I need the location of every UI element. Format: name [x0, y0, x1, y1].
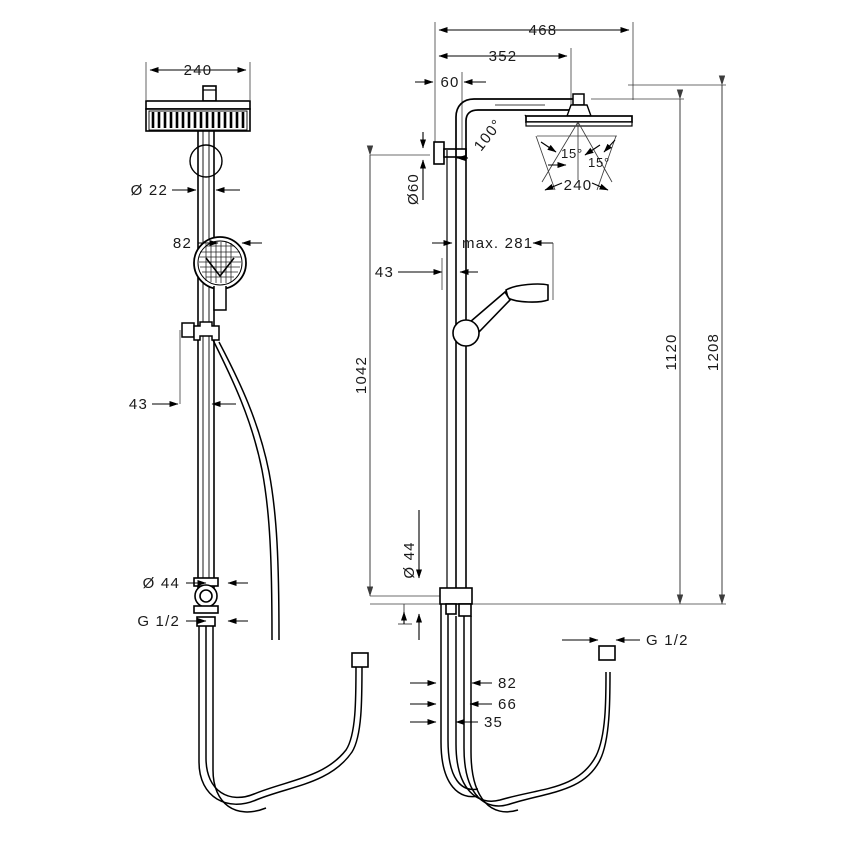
side-shower-arm [455, 98, 580, 160]
dim-side-hose-82: 82 [498, 675, 517, 692]
dim-front-elbow-dia: Ø 44 [143, 575, 180, 592]
dim-front-bracket-offset: 43 [129, 396, 148, 413]
dim-side-head-depth: 240 [564, 177, 593, 194]
dim-side-height-1120: 1120 [663, 333, 680, 370]
dim-front-overhead-width: 240 [184, 62, 213, 79]
handshower-side [452, 283, 549, 347]
side-head-depth-dimension [544, 182, 609, 191]
front-bracket-offset-dimension [152, 330, 236, 407]
side-baseline-ticks [398, 604, 412, 625]
dim-front-thread: G 1/2 [137, 613, 180, 630]
front-view: 240 [129, 62, 369, 813]
front-riser-pipe [197, 131, 215, 600]
side-head-projection-lines [535, 121, 617, 191]
dim-side-wall-offset: 60 [440, 74, 459, 91]
side-extension-lines [434, 22, 634, 160]
side-elbow-block [439, 587, 473, 617]
dim-side-height-1208: 1208 [705, 333, 722, 371]
dim-side-height-1042: 1042 [353, 356, 370, 394]
side-hose-bundle [440, 604, 611, 813]
side-height-1042-dimension [366, 145, 442, 597]
dim-side-elbow-angle: 100° [471, 116, 506, 155]
side-bracket-offset-dimension [398, 258, 478, 290]
overhead-shower-slats [151, 112, 245, 128]
side-head-angle-arrows [540, 139, 616, 168]
side-height-1120-dimension [591, 89, 684, 605]
dim-side-arm-reach: 352 [489, 48, 518, 65]
dim-side-hose-35: 35 [484, 714, 503, 731]
side-handshower-max-dimension [432, 240, 554, 300]
front-hose-lower [198, 626, 363, 813]
side-height-1208-dimension [370, 75, 726, 605]
overhead-shower-front [145, 85, 251, 132]
side-hose-connector [598, 645, 616, 661]
dim-front-handshower-dia: 82 [173, 235, 192, 252]
front-elbow-fitting [193, 577, 219, 627]
dim-side-elbow-dia: Ø 44 [401, 541, 418, 578]
front-hose-upper [212, 339, 280, 641]
dim-side-head-angle-right: 15° [588, 155, 610, 170]
dim-side-head-angle-left: 15° [561, 146, 583, 161]
front-hose-connector [351, 652, 369, 668]
side-view: 468 352 60 Ø60 [353, 22, 726, 813]
dim-side-wall-plate-dia: Ø60 [405, 173, 422, 205]
dim-side-handshower-max: max. 281 [462, 235, 533, 252]
dim-side-bracket-offset: 43 [375, 264, 394, 281]
front-holder-bracket [181, 321, 220, 341]
front-swivel-joint [189, 144, 223, 178]
side-riser-pipe [446, 150, 467, 596]
dim-side-hose-thread: G 1/2 [646, 632, 689, 649]
front-width-extension-lines [145, 62, 251, 100]
side-wall-plate [433, 141, 467, 165]
dim-side-hose-66: 66 [498, 696, 517, 713]
handshower-front [193, 236, 247, 311]
dim-side-total-reach: 468 [529, 22, 558, 39]
dim-front-riser-dia: Ø 22 [131, 182, 168, 199]
